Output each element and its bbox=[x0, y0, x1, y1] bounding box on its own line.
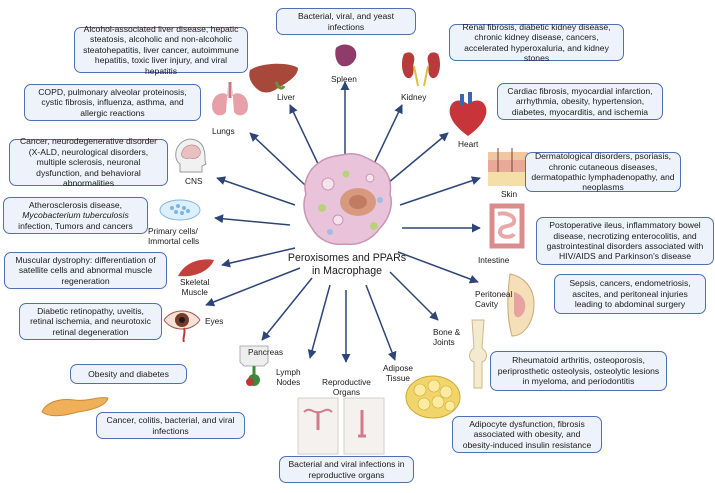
eye-icon bbox=[163, 310, 201, 342]
box-primary-line1: Atherosclerosis disease, bbox=[28, 199, 123, 210]
box-lungs: COPD, pulmonary alveolar proteinosis, cy… bbox=[24, 84, 201, 121]
heart-icon bbox=[449, 92, 487, 136]
label-peritoneal-line1: Peritoneal bbox=[475, 289, 513, 299]
label-cns: CNS bbox=[185, 176, 203, 186]
arrow-pancreas bbox=[261, 277, 313, 341]
label-spleen: Spleen bbox=[331, 74, 357, 84]
box-primary-line2: Mycobacterium tuberculosis bbox=[22, 210, 129, 221]
pancreas-organ-icon bbox=[41, 397, 109, 417]
muscle-icon bbox=[178, 259, 214, 277]
arrow-lymph bbox=[307, 284, 331, 359]
arrow-adipose bbox=[365, 284, 397, 361]
arrow-eyes bbox=[205, 267, 301, 307]
label-bone-line1: Bone & bbox=[433, 327, 461, 337]
box-liver: Alcohol-associated liver disease, hepati… bbox=[74, 24, 248, 76]
arrow-skin bbox=[399, 176, 481, 206]
label-eyes: Eyes bbox=[205, 316, 224, 326]
label-primary-line1: Primary cells/ bbox=[148, 226, 198, 236]
box-skeletal-muscle: Muscular dystrophy: differentiation of s… bbox=[4, 252, 167, 289]
box-spleen: Bacterial, viral, and yeast infections bbox=[276, 8, 416, 35]
arrow-cns bbox=[216, 176, 296, 206]
label-peritoneal-line2: Cavity bbox=[475, 298, 499, 309]
bone-icon bbox=[469, 319, 487, 389]
skin-icon bbox=[488, 148, 528, 186]
label-lymph-line2: Nodes bbox=[276, 376, 301, 387]
arrow-skeletal bbox=[221, 247, 296, 268]
arrow-lungs bbox=[249, 132, 306, 186]
arrow-primary bbox=[214, 214, 291, 226]
label-adipose-tissue: Adipose Tissue bbox=[383, 363, 413, 383]
box-heart: Cardiac fibrosis, myocardial infarction,… bbox=[497, 83, 663, 120]
arrow-heart bbox=[387, 132, 449, 184]
label-skeletal-line2: Muscle bbox=[181, 286, 208, 297]
arrow-liver bbox=[289, 104, 321, 169]
center-title-line2: in Macrophage bbox=[311, 265, 383, 278]
box-primary-cells: Atherosclerosis disease, Mycobacterium t… bbox=[3, 197, 148, 234]
brain-head-icon bbox=[175, 138, 207, 173]
box-adipose-tissue: Adipocyte dysfunction, fibrosis associat… bbox=[452, 416, 602, 453]
label-adipose-line2: Tissue bbox=[385, 372, 411, 383]
label-kidney: Kidney bbox=[401, 92, 427, 102]
box-eyes: Diabetic retinopathy, uveitis, retinal i… bbox=[19, 303, 162, 340]
macrophage-icon bbox=[303, 152, 392, 246]
kidney-icon bbox=[402, 52, 440, 87]
intestine-icon bbox=[489, 203, 525, 249]
box-kidney: Renal fibrosis, diabetic kidney disease,… bbox=[449, 22, 624, 63]
box-intestine: Postoperative ileus, inflammatory bowel … bbox=[536, 217, 714, 265]
box-primary-line3: infection, Tumors and cancers bbox=[18, 220, 133, 231]
box-pancreas: Obesity and diabetes bbox=[70, 364, 187, 384]
box-bone-joints: Rheumatoid arthritis, osteoporosis, peri… bbox=[490, 351, 667, 391]
liver-icon bbox=[249, 63, 298, 93]
arrow-kidney bbox=[371, 104, 403, 169]
box-cns: Cancer, neurodegenerative disorder (X-AL… bbox=[9, 136, 168, 188]
label-liver: Liver bbox=[277, 92, 295, 102]
label-skeletal-muscle: Skeletal Muscle bbox=[180, 277, 210, 297]
label-peritoneal-cavity: Peritoneal Cavity bbox=[475, 289, 513, 309]
center-title-line1: Peroxisomes and PPARs bbox=[287, 252, 407, 264]
label-reproductive-organs: Reproductive Organs bbox=[322, 377, 371, 397]
label-primary-line2: Immortal cells bbox=[148, 235, 200, 246]
label-adipose-line1: Adipose bbox=[383, 363, 413, 373]
adipose-tissue-icon bbox=[405, 375, 461, 419]
label-primary-cells: Primary cells/ Immortal cells bbox=[148, 226, 200, 246]
arrow-peritoneal bbox=[397, 251, 479, 284]
label-skin: Skin bbox=[501, 189, 518, 199]
box-reproductive-organs: Bacterial and viral infections in reprod… bbox=[279, 456, 414, 483]
label-lungs: Lungs bbox=[212, 126, 235, 136]
arrow-bone bbox=[389, 271, 439, 321]
label-heart: Heart bbox=[458, 139, 479, 149]
box-lymph-nodes: Cancer, colitis, bacterial, and viral in… bbox=[96, 412, 245, 439]
label-repro-line2: Organs bbox=[332, 386, 361, 397]
label-bone-joints: Bone & Joints bbox=[433, 327, 461, 347]
petri-dish-icon bbox=[159, 199, 201, 221]
box-skin: Dermatological disorders, psoriasis, chr… bbox=[525, 151, 681, 192]
label-lymph-line1: Lymph bbox=[276, 367, 301, 377]
peritoneal-cavity-icon bbox=[507, 273, 535, 337]
lungs-icon bbox=[212, 82, 248, 116]
label-intestine: Intestine bbox=[478, 255, 510, 265]
label-lymph-nodes: Lymph Nodes bbox=[276, 367, 301, 387]
label-pancreas: Pancreas bbox=[248, 347, 284, 357]
box-peritoneal-cavity: Sepsis, cancers, endometriosis, ascites,… bbox=[554, 274, 706, 314]
label-repro-line1: Reproductive bbox=[322, 377, 371, 387]
reproductive-organs-icon bbox=[297, 397, 385, 455]
pancreas-icon bbox=[239, 345, 269, 386]
label-skeletal-line1: Skeletal bbox=[180, 277, 210, 287]
spleen-icon bbox=[335, 44, 357, 67]
center-title: Peroxisomes and PPARs in Macrophage bbox=[272, 252, 422, 278]
label-bone-line2: Joints bbox=[433, 336, 455, 347]
